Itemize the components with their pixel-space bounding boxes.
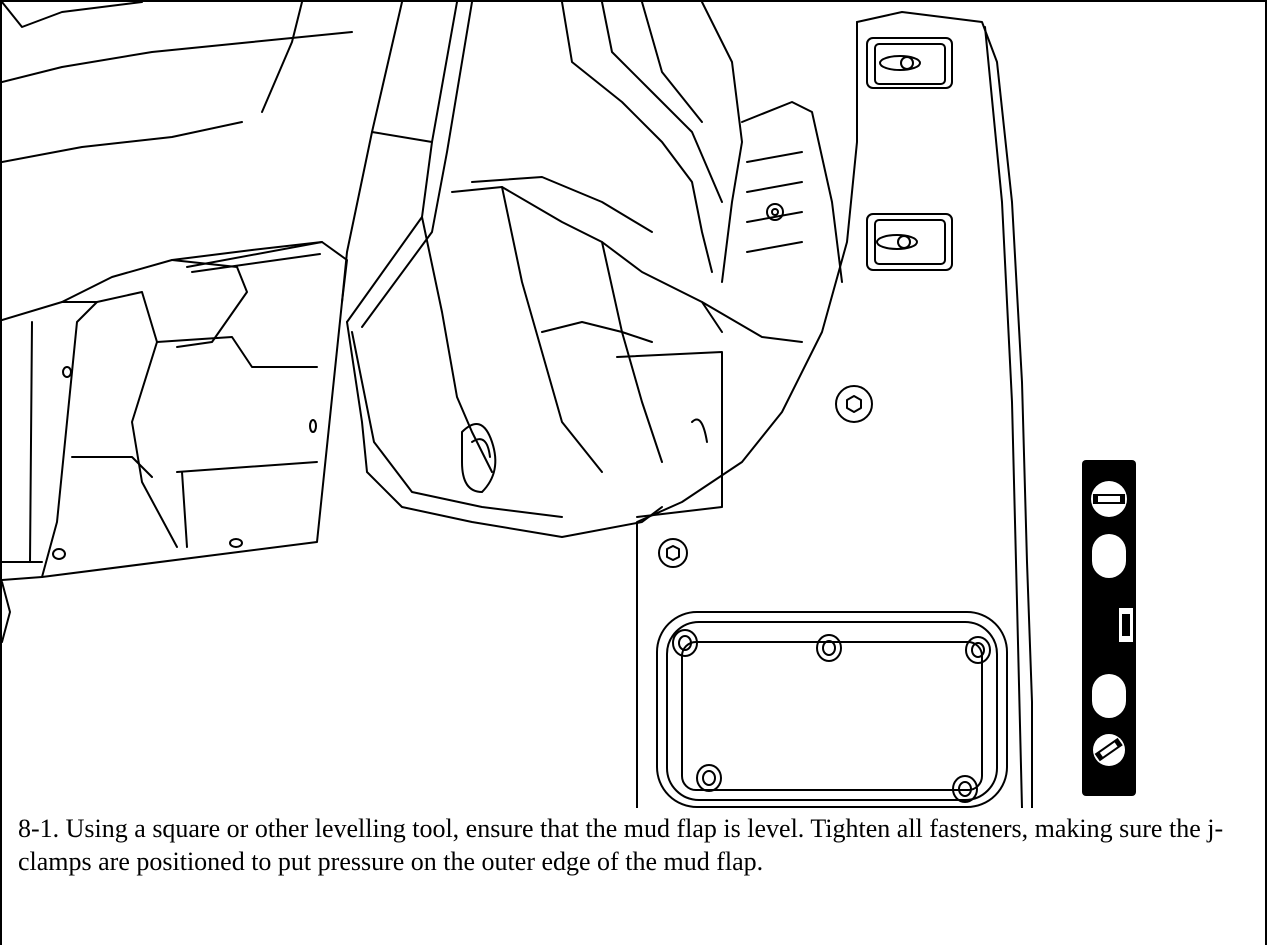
- mud-flap: [636, 11, 1033, 808]
- j-clamp-middle: [866, 213, 953, 271]
- installation-illustration: [2, 2, 1267, 808]
- wheel-well-liner: [346, 2, 843, 538]
- j-clamp-top: [866, 37, 953, 89]
- bumper-panel: [2, 241, 348, 643]
- upper-body-lines: [2, 2, 473, 328]
- levelling-tool: [1082, 460, 1136, 796]
- step-instruction: 8-1. Using a square or other levelling t…: [18, 814, 1224, 876]
- flap-fasteners: [658, 385, 991, 803]
